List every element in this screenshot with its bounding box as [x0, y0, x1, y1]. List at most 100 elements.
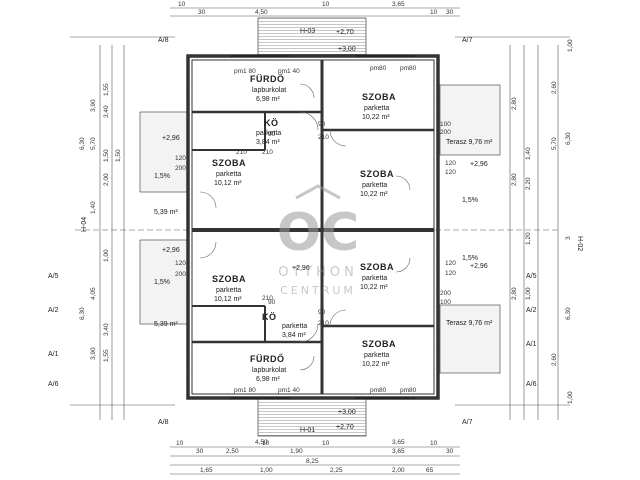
svg-text:1,00: 1,00: [103, 249, 110, 262]
room-name: SZOBA: [362, 92, 396, 102]
room-name: SZOBA: [212, 158, 246, 168]
svg-text:6,30: 6,30: [565, 307, 572, 320]
svg-text:pm80: pm80: [400, 65, 417, 72]
room-floor: parketta: [216, 171, 241, 178]
room-name: FÜRDŐ: [250, 73, 285, 84]
svg-text:6,30: 6,30: [79, 137, 86, 150]
svg-text:1,00: 1,00: [567, 39, 574, 52]
slope-2: 1,5%: [154, 279, 170, 286]
room-floor: parketta: [364, 352, 389, 359]
room-floor: parketta: [216, 287, 241, 294]
axis-a8-bottom: A/8: [158, 419, 169, 426]
svg-text:30: 30: [446, 9, 454, 16]
dims-right: 1,00 2,60 2,80 6,30 5,70 1,40 2,20 2,80 …: [511, 39, 574, 404]
svg-text:3,40: 3,40: [103, 105, 110, 118]
axis-a2-left: A/2: [48, 307, 59, 314]
svg-text:10: 10: [176, 440, 184, 447]
dims-left: 3,90 6,30 1,55 5,70 3,40 1,50 1,50 2,00 …: [79, 83, 122, 362]
room-name: SZOBA: [360, 262, 394, 272]
svg-text:10: 10: [178, 1, 186, 8]
level-terrace-1: +2,96: [162, 135, 180, 142]
svg-text:2,80: 2,80: [511, 173, 518, 186]
room-bedroom-3: SZOBA parketta 10,22 m²: [360, 169, 394, 198]
svg-text:3,65: 3,65: [392, 448, 405, 455]
axis-a5-left: A/5: [48, 273, 59, 280]
level-corridor: +2,96: [292, 265, 310, 272]
dims-top: 10 30 4,50 10 3,65 10 30: [178, 1, 454, 16]
svg-text:1,00: 1,00: [525, 287, 532, 300]
svg-text:1,90: 1,90: [290, 448, 303, 455]
svg-text:10: 10: [262, 440, 270, 447]
svg-text:65: 65: [426, 467, 434, 474]
svg-text:10: 10: [430, 440, 438, 447]
svg-text:1,55: 1,55: [103, 83, 110, 96]
room-name: SZOBA: [360, 169, 394, 179]
room-hall-top: KÖ parketta 3,84 m²: [256, 118, 281, 146]
svg-text:pm80: pm80: [370, 65, 387, 72]
room-area: 10,12 m²: [214, 296, 242, 303]
slope-1: 1,5%: [154, 173, 170, 180]
room-floor: parketta: [256, 130, 281, 137]
small-area-bottom: 5,39 m²: [154, 321, 178, 328]
watermark-line2: CENTRUM: [280, 284, 356, 297]
terrace-left: [139, 84, 501, 374]
opening-codes: pm1 80 pm1 40 pm80 pm80 pm1 80 pm1 40 pm…: [175, 65, 456, 394]
room-bedroom-1: SZOBA parketta 10,22 m²: [362, 92, 396, 121]
room-bedroom-6: SZOBA parketta 10,22 m²: [362, 339, 396, 368]
section-h02: H-02: [576, 236, 583, 251]
svg-text:100: 100: [440, 121, 451, 128]
building-walls: [186, 54, 440, 400]
svg-text:1,40: 1,40: [525, 147, 532, 160]
svg-text:2,00: 2,00: [392, 467, 405, 474]
svg-text:pm1 80: pm1 80: [234, 68, 256, 75]
svg-text:200: 200: [175, 165, 186, 172]
window-marks: [230, 55, 415, 399]
svg-text:2,60: 2,60: [551, 81, 558, 94]
room-name: SZOBA: [362, 339, 396, 349]
room-area: 10,12 m²: [214, 180, 242, 187]
room-bath-top: FÜRDŐ lapburkolat 6,98 m²: [250, 73, 286, 103]
terrace-label-top: Terasz 9,76 m²: [446, 139, 493, 146]
svg-text:100: 100: [440, 299, 451, 306]
axis-a8-top: A/8: [158, 37, 169, 44]
axis-a5-right: A/5: [526, 273, 537, 280]
svg-text:210: 210: [262, 295, 273, 302]
svg-text:90: 90: [318, 309, 326, 316]
room-floor: lapburkolat: [252, 87, 286, 94]
svg-text:pm1 80: pm1 80: [234, 387, 256, 394]
slope-3: 1,5%: [462, 197, 478, 204]
axis-a6-left: A/6: [48, 381, 59, 388]
svg-text:210: 210: [318, 134, 329, 141]
svg-text:2,00: 2,00: [103, 173, 110, 186]
svg-text:1,50: 1,50: [103, 149, 110, 162]
axis-a7-top: A/7: [462, 37, 473, 44]
room-floor: parketta: [364, 105, 389, 112]
svg-text:1,40: 1,40: [90, 201, 97, 214]
room-area: 6,98 m²: [256, 376, 280, 383]
door-swings: [199, 83, 411, 371]
axis-a6-right: A/6: [526, 381, 537, 388]
room-area: 3,84 m²: [256, 139, 280, 146]
svg-text:1,20: 1,20: [525, 232, 532, 245]
dims-bottom: 10 30 2,50 10 1,90 10 3,65 10 30 4,50 3,…: [176, 439, 454, 474]
stairs-top: [257, 17, 367, 57]
room-bath-bottom: FÜRDŐ lapburkolat 6,98 m²: [250, 353, 286, 383]
svg-text:1,65: 1,65: [200, 467, 213, 474]
svg-text:1,00: 1,00: [567, 391, 574, 404]
room-area: 10,22 m²: [362, 114, 390, 121]
room-area: 10,22 m²: [360, 191, 388, 198]
svg-text:210: 210: [318, 320, 329, 327]
axis-a1-left: A/1: [48, 351, 59, 358]
room-bedroom-5: SZOBA parketta 10,22 m²: [360, 262, 394, 291]
svg-text:1,50: 1,50: [115, 149, 122, 162]
svg-text:120: 120: [445, 169, 456, 176]
svg-text:2,50: 2,50: [226, 448, 239, 455]
room-name: KÖ: [262, 312, 277, 322]
svg-text:2,20: 2,20: [525, 177, 532, 190]
svg-text:3: 3: [565, 236, 572, 240]
svg-text:210: 210: [236, 149, 247, 156]
watermark-logo: OC OTTHON CENTRUM: [277, 184, 359, 297]
svg-text:120: 120: [175, 260, 186, 267]
small-area-top: 5,39 m²: [154, 209, 178, 216]
